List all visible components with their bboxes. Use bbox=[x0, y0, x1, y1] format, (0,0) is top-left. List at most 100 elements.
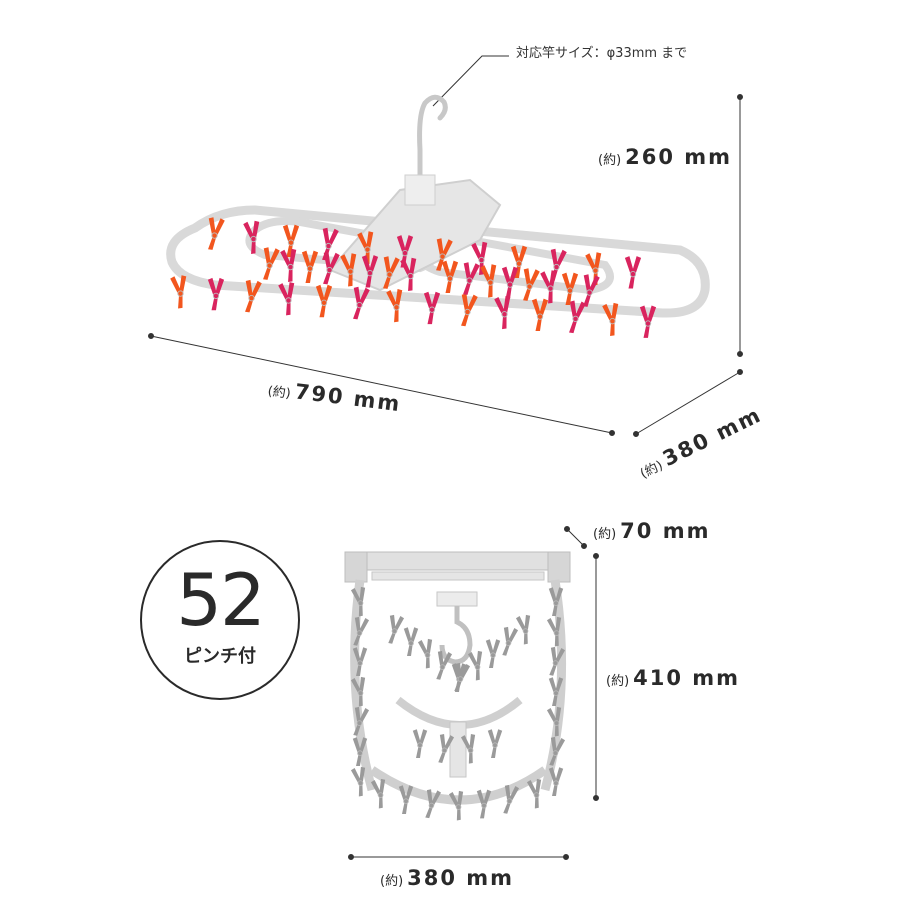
folded-height-label: (約)410 mm bbox=[606, 668, 740, 689]
clip-icon bbox=[243, 220, 260, 254]
rod-size-note: 対応竿サイズ：φ33mm まで bbox=[516, 46, 688, 61]
clip-icon bbox=[548, 767, 564, 796]
clip-icon bbox=[438, 734, 455, 763]
clip-icon bbox=[454, 662, 471, 692]
clip-icon bbox=[583, 274, 600, 307]
height-dimension-line bbox=[737, 94, 743, 357]
clip-icon bbox=[352, 737, 368, 766]
clip-icon bbox=[569, 300, 586, 334]
clip-icon bbox=[403, 627, 419, 656]
folded-height-value: 410 mm bbox=[633, 666, 741, 690]
clip-icon bbox=[207, 277, 225, 311]
clip-icon bbox=[315, 284, 333, 318]
clip-icon bbox=[460, 734, 476, 764]
clip-icon bbox=[412, 729, 428, 758]
clip-icon bbox=[639, 305, 657, 338]
clip-icon bbox=[323, 251, 340, 285]
clip-count-badge: 52 ピンチ付 bbox=[140, 540, 300, 700]
clip-icon bbox=[350, 766, 366, 797]
clip-icon bbox=[548, 677, 564, 706]
folded-hanger-illustration bbox=[344, 551, 571, 821]
folded-depth-label: (約)70 mm bbox=[593, 521, 710, 542]
folded-width-value: 380 mm bbox=[407, 866, 515, 890]
clip-icon bbox=[515, 614, 531, 645]
clip-icon bbox=[170, 275, 187, 309]
clip-icon bbox=[370, 778, 386, 809]
clip-icon bbox=[353, 286, 370, 320]
clip-icon bbox=[485, 639, 501, 668]
clip-icon bbox=[461, 293, 478, 327]
clip-count: 52 bbox=[176, 558, 266, 642]
clip-icon bbox=[448, 790, 464, 821]
folded-width-prefix: (約) bbox=[380, 874, 404, 889]
clip-icon bbox=[531, 298, 549, 331]
clip-icon bbox=[548, 587, 564, 616]
open-clips-group bbox=[170, 217, 657, 338]
clip-icon bbox=[523, 268, 540, 301]
height-value: 260 mm bbox=[625, 145, 733, 169]
fold-depth-dimension-line bbox=[564, 526, 587, 549]
folded-clips-group bbox=[350, 586, 566, 821]
clip-icon bbox=[352, 647, 368, 676]
clip-icon bbox=[383, 256, 400, 289]
clip-icon bbox=[436, 238, 453, 271]
clip-icon bbox=[282, 224, 300, 257]
clip-icon bbox=[546, 706, 562, 737]
clip-icon bbox=[400, 257, 417, 291]
clip-icon bbox=[502, 626, 519, 656]
clip-icon bbox=[353, 706, 370, 736]
height-label: (約)260 mm bbox=[598, 147, 732, 168]
clip-icon bbox=[602, 302, 619, 337]
clip-icon bbox=[467, 650, 483, 681]
open-hanger-illustration bbox=[166, 94, 710, 338]
clip-icon bbox=[278, 282, 295, 316]
fold-height-dimension-line bbox=[593, 553, 599, 801]
clip-icon bbox=[561, 272, 579, 305]
clip-icon bbox=[436, 650, 453, 680]
clip-icon bbox=[463, 262, 480, 295]
clip-icon bbox=[350, 586, 366, 617]
folded-depth-prefix: (約) bbox=[593, 527, 617, 542]
clip-icon bbox=[503, 784, 520, 814]
clip-icon bbox=[487, 729, 503, 758]
clip-icon bbox=[476, 789, 492, 819]
clip-count-label: ピンチ付 bbox=[184, 646, 256, 667]
clip-icon bbox=[208, 217, 225, 250]
clip-icon bbox=[526, 778, 542, 809]
clip-icon bbox=[301, 250, 319, 283]
clip-icon bbox=[322, 227, 339, 261]
depth-dimension-line bbox=[633, 369, 743, 437]
rod-size-leader bbox=[432, 55, 509, 107]
clip-icon bbox=[398, 785, 414, 814]
clip-icon bbox=[357, 231, 374, 265]
clip-icon bbox=[386, 289, 403, 323]
clip-icon bbox=[510, 245, 528, 278]
clip-icon bbox=[441, 260, 459, 293]
clip-icon bbox=[350, 676, 366, 707]
clip-icon bbox=[340, 253, 357, 287]
width-prefix: (約) bbox=[266, 384, 292, 402]
clip-icon bbox=[549, 736, 566, 766]
clip-icon bbox=[263, 247, 280, 280]
clip-icon bbox=[501, 266, 519, 299]
clip-icon bbox=[549, 646, 566, 676]
folded-width-label: (約)380 mm bbox=[380, 868, 514, 889]
clip-icon bbox=[423, 291, 441, 325]
clip-icon bbox=[361, 255, 379, 288]
clip-icon bbox=[546, 616, 562, 647]
clip-icon bbox=[245, 279, 262, 313]
height-prefix: (約) bbox=[598, 153, 622, 168]
clip-icon bbox=[494, 295, 511, 330]
clip-icon bbox=[417, 638, 433, 669]
clip-icon bbox=[425, 789, 442, 819]
fold-width-dimension-line bbox=[348, 854, 569, 860]
clip-icon bbox=[540, 270, 557, 304]
folded-height-prefix: (約) bbox=[606, 674, 630, 689]
width-dimension-line bbox=[148, 333, 615, 436]
clip-icon bbox=[624, 256, 642, 289]
clip-icon bbox=[480, 264, 497, 298]
clip-icon bbox=[396, 235, 414, 268]
clip-icon bbox=[280, 248, 297, 282]
